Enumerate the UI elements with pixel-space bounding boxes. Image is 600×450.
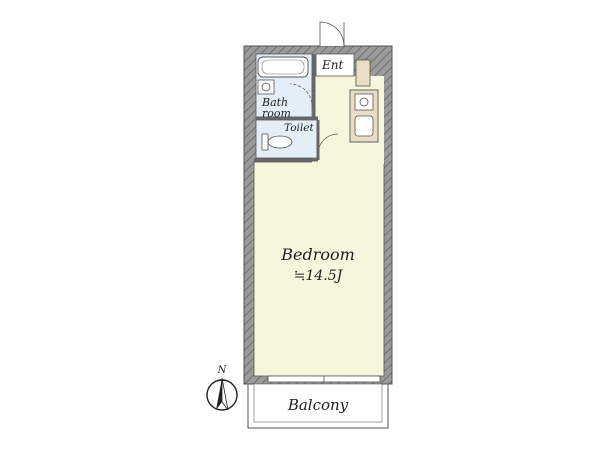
shoe-cabinet (355, 59, 371, 87)
compass-north-label: N (217, 365, 228, 376)
bedroom-label: Bedroom (280, 245, 355, 264)
stove-burner (359, 97, 369, 107)
compass-icon: N (206, 365, 238, 411)
balcony-inner (253, 383, 383, 423)
stove (354, 93, 374, 111)
toilet-label: Toilet (284, 122, 314, 134)
bedroom-floor (253, 161, 385, 377)
bathroom-label-line1: Bath (261, 96, 288, 109)
entrance-door-arc (319, 21, 345, 47)
washbasin-drain (261, 82, 271, 92)
entrance-floor (315, 53, 355, 77)
entrance-label: Ent (321, 58, 343, 72)
toilet-tank (261, 133, 269, 151)
bathroom-door-arc (289, 83, 313, 107)
balcony-label: Balcony (287, 396, 349, 414)
washbasin (257, 79, 275, 95)
bedroom-area-label: ≒14.5J (294, 268, 344, 284)
bathroom-label-line2: room (262, 107, 291, 120)
toilet-bowl (267, 135, 293, 149)
kitchen-sink (354, 115, 374, 137)
bathtub-inner (261, 59, 305, 75)
